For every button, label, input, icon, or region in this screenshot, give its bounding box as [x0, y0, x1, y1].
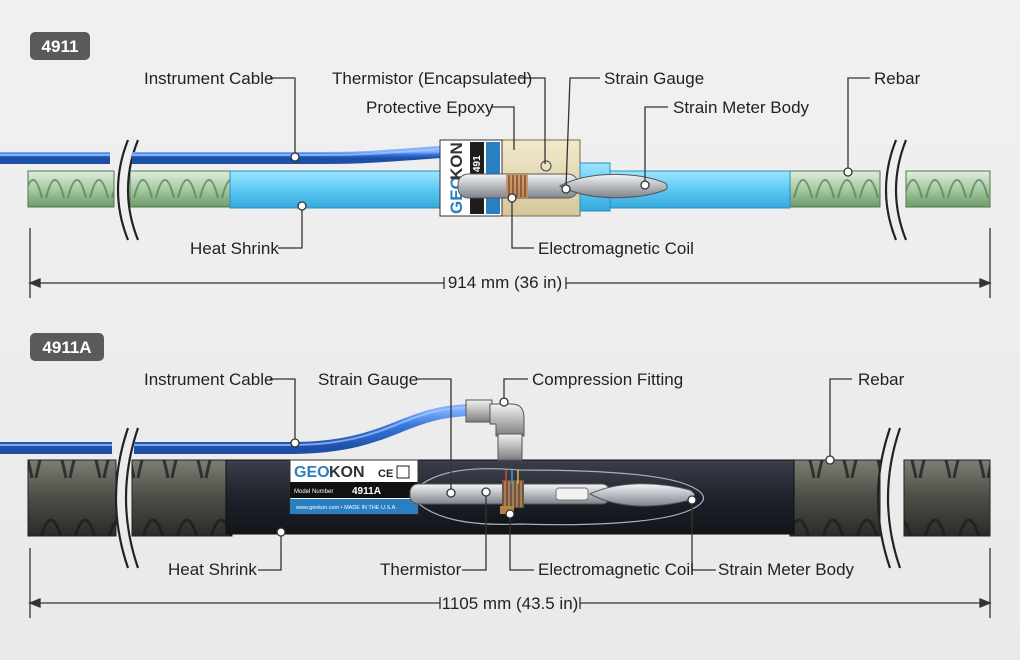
label-rebar: Rebar: [874, 69, 921, 88]
leader-lines-4911: [270, 77, 870, 249]
tag-model-4911: 491: [472, 155, 483, 172]
badge-text: 4911: [42, 37, 79, 56]
strain-meter-body-4911A: [409, 468, 705, 526]
instrument-cable-4911A: [0, 404, 471, 454]
label-heat-shrink: Heat Shrink: [190, 239, 279, 258]
tag-brand-geo-4911A: GEO: [294, 464, 330, 481]
ce-mark: CE: [378, 468, 393, 480]
label-compression-fitting: Compression Fitting: [532, 370, 683, 389]
tag-brand-kon-4911A: KON: [329, 464, 365, 481]
rebar-left-4911A: [27, 459, 233, 537]
rebar-left-4911: [27, 170, 235, 208]
tag-brand-kon: KON: [447, 142, 466, 180]
geokon-tag-4911A: GEO KON CE Model Number 4911A www.geokon…: [289, 459, 419, 515]
dimension-line-4911A: [28, 548, 992, 618]
label-rebar-4911A: Rebar: [858, 370, 905, 389]
label-instrument-cable-4911A: Instrument Cable: [144, 370, 273, 389]
model-badge-4911: 4911: [30, 32, 90, 60]
label-thermistor-4911A: Thermistor: [380, 560, 462, 579]
instrument-cable-4911: [0, 146, 441, 164]
rebar-right-4911: [787, 170, 991, 208]
badge-text: 4911A: [42, 338, 91, 357]
model-badge-4911A: 4911A: [30, 333, 104, 361]
dimension-text-4911A: 1105 mm (43.5 in): [442, 594, 579, 613]
label-strain-gauge: Strain Gauge: [604, 69, 704, 88]
label-strain-meter-body-4911A: Strain Meter Body: [718, 560, 855, 579]
tag-footer: www.geokon.com • MADE IN THE U.S.A.: [295, 505, 397, 511]
tag-model-label: Model Number: [294, 489, 333, 495]
section-4911A: 4911A: [0, 333, 992, 618]
tag-model-4911A: 4911A: [352, 486, 381, 497]
leader-lines-4911A: [258, 378, 852, 571]
dimension-text-4911: 914 mm (36 in): [448, 273, 562, 292]
label-protective-epoxy: Protective Epoxy: [366, 98, 494, 117]
break-marks-4911A: [114, 427, 902, 569]
break-marks-4911: [116, 139, 908, 241]
label-instrument-cable: Instrument Cable: [144, 69, 273, 88]
label-electromagnetic-coil-4911A: Electromagnetic Coil: [538, 560, 694, 579]
label-strain-meter-body: Strain Meter Body: [673, 98, 810, 117]
label-thermistor-encapsulated: Thermistor (Encapsulated): [332, 69, 532, 88]
label-electromagnetic-coil: Electromagnetic Coil: [538, 239, 694, 258]
strain-meter-body-4911: [457, 160, 668, 199]
rebar-right-4911A: [789, 459, 991, 537]
leader-dots-4911A: [276, 397, 835, 537]
leader-dots-4911: [290, 152, 853, 211]
label-heat-shrink-4911A: Heat Shrink: [168, 560, 257, 579]
dimension-line-4911: [28, 228, 992, 298]
compression-fitting: [465, 399, 525, 461]
section-4911: 4911: [0, 32, 992, 298]
label-strain-gauge-4911A: Strain Gauge: [318, 370, 418, 389]
